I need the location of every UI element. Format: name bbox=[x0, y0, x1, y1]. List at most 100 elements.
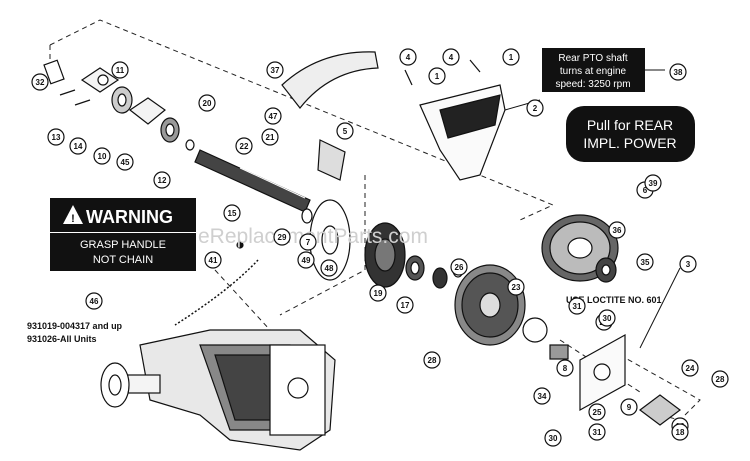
callout-number: 17 bbox=[401, 301, 410, 310]
loctite-note: USE LOCTITE NO. 601 bbox=[566, 295, 662, 305]
svg-text:GRASP HANDLE: GRASP HANDLE bbox=[80, 239, 166, 251]
callout-39: 39 bbox=[644, 174, 662, 192]
callout-14: 14 bbox=[69, 137, 87, 155]
shield-37-shape bbox=[281, 51, 379, 109]
callout-number: 26 bbox=[455, 263, 464, 272]
callout-number: 22 bbox=[240, 142, 249, 151]
callout-2: 2 bbox=[526, 99, 544, 117]
callout-32: 32 bbox=[31, 73, 49, 91]
callout-35: 35 bbox=[636, 253, 654, 271]
callout-1: 1 bbox=[428, 67, 446, 85]
callout-number: 21 bbox=[266, 133, 275, 142]
callout-3: 3 bbox=[679, 255, 697, 273]
svg-text:Rear PTO shaft: Rear PTO shaft bbox=[558, 53, 628, 64]
svg-text:NOT CHAIN: NOT CHAIN bbox=[93, 254, 153, 266]
callout-13: 13 bbox=[47, 128, 65, 146]
callout-number: 13 bbox=[52, 133, 61, 142]
callout-number: 31 bbox=[593, 428, 602, 437]
callout-number: 24 bbox=[686, 364, 695, 373]
callout-23: 23 bbox=[507, 278, 525, 296]
callout-number: 34 bbox=[538, 392, 547, 401]
callout-31: 31 bbox=[588, 423, 606, 441]
pulley-36 bbox=[541, 214, 619, 283]
callout-7: 7 bbox=[299, 233, 317, 251]
callout-18: 18 bbox=[671, 423, 689, 441]
callout-number: 6 bbox=[643, 186, 648, 195]
callout-15: 15 bbox=[223, 204, 241, 222]
callout-number: 3 bbox=[686, 260, 691, 269]
callout-number: 41 bbox=[209, 256, 218, 265]
callout-number: 46 bbox=[90, 297, 99, 306]
callout-number: 10 bbox=[98, 152, 107, 161]
chain-41 bbox=[174, 259, 259, 326]
callout-number: 30 bbox=[549, 434, 558, 443]
callout-22: 22 bbox=[235, 137, 253, 155]
callout-10: 10 bbox=[93, 147, 111, 165]
callout-26: 26 bbox=[450, 258, 468, 276]
clutch-23 bbox=[454, 264, 526, 346]
callout-8: 8 bbox=[556, 359, 574, 377]
callout-11: 11 bbox=[111, 61, 129, 79]
callout-20: 20 bbox=[198, 94, 216, 112]
pull-rear-note: Pull for REAR IMPL. POWER bbox=[566, 106, 695, 162]
callout-28: 28 bbox=[711, 370, 729, 388]
svg-text:IMPL. POWER: IMPL. POWER bbox=[583, 135, 676, 151]
callout-24: 24 bbox=[681, 359, 699, 377]
callout-21: 21 bbox=[261, 128, 279, 146]
svg-text:WARNING: WARNING bbox=[86, 207, 173, 227]
callout-number: 4 bbox=[406, 53, 411, 62]
callout-number: 28 bbox=[428, 356, 437, 365]
callout-37: 37 bbox=[266, 61, 284, 79]
gearbox-housing bbox=[100, 329, 336, 451]
callout-number: 47 bbox=[269, 112, 278, 121]
callout-number: 23 bbox=[512, 283, 521, 292]
pto-guard-2 bbox=[404, 59, 506, 181]
callout-34: 34 bbox=[533, 387, 551, 405]
pto-shaft-group bbox=[43, 59, 346, 249]
svg-text:!: ! bbox=[71, 213, 75, 225]
callout-number: 45 bbox=[121, 158, 130, 167]
callout-number: 35 bbox=[641, 258, 650, 267]
callout-number: 48 bbox=[325, 264, 334, 273]
callout-number: 31 bbox=[573, 302, 582, 311]
callout-number: 19 bbox=[374, 289, 383, 298]
callout-number: 38 bbox=[674, 68, 683, 77]
callout-number: 11 bbox=[116, 66, 125, 75]
callout-number: 32 bbox=[36, 78, 45, 87]
callout-group: 1123445678910111213141516171819202122232… bbox=[31, 48, 729, 447]
callout-number: 15 bbox=[228, 209, 237, 218]
callout-19: 19 bbox=[369, 284, 387, 302]
callout-number: 5 bbox=[343, 127, 348, 136]
callout-29: 29 bbox=[273, 228, 291, 246]
callout-47: 47 bbox=[264, 107, 282, 125]
callout-number: 7 bbox=[306, 238, 311, 247]
callout-28: 28 bbox=[423, 351, 441, 369]
callout-48: 48 bbox=[320, 259, 338, 277]
callout-17: 17 bbox=[396, 296, 414, 314]
callout-number: 37 bbox=[271, 66, 280, 75]
callout-number: 20 bbox=[203, 99, 212, 108]
callout-49: 49 bbox=[297, 251, 315, 269]
svg-text:speed: 3250 rpm: speed: 3250 rpm bbox=[555, 79, 630, 90]
callout-25: 25 bbox=[588, 403, 606, 421]
callout-5: 5 bbox=[336, 122, 354, 140]
callout-30: 30 bbox=[598, 309, 616, 327]
callout-30: 30 bbox=[544, 429, 562, 447]
callout-45: 45 bbox=[116, 153, 134, 171]
svg-text:turns at engine: turns at engine bbox=[560, 66, 627, 77]
callout-number: 4 bbox=[449, 53, 454, 62]
callout-number: 30 bbox=[603, 314, 612, 323]
warning-triangle-icon bbox=[63, 205, 83, 224]
callout-number: 39 bbox=[649, 179, 658, 188]
callout-36: 36 bbox=[608, 221, 626, 239]
callout-4: 4 bbox=[442, 48, 460, 66]
callout-31: 31 bbox=[568, 297, 586, 315]
callout-number: 28 bbox=[716, 375, 725, 384]
warning-decal: ! WARNING GRASP HANDLE NOT CHAIN bbox=[50, 198, 196, 271]
center-flange-group bbox=[309, 199, 464, 289]
callout-1: 1 bbox=[502, 48, 520, 66]
callout-number: 25 bbox=[593, 408, 602, 417]
lower-right-parts bbox=[522, 317, 681, 426]
callout-number: 12 bbox=[158, 176, 167, 185]
